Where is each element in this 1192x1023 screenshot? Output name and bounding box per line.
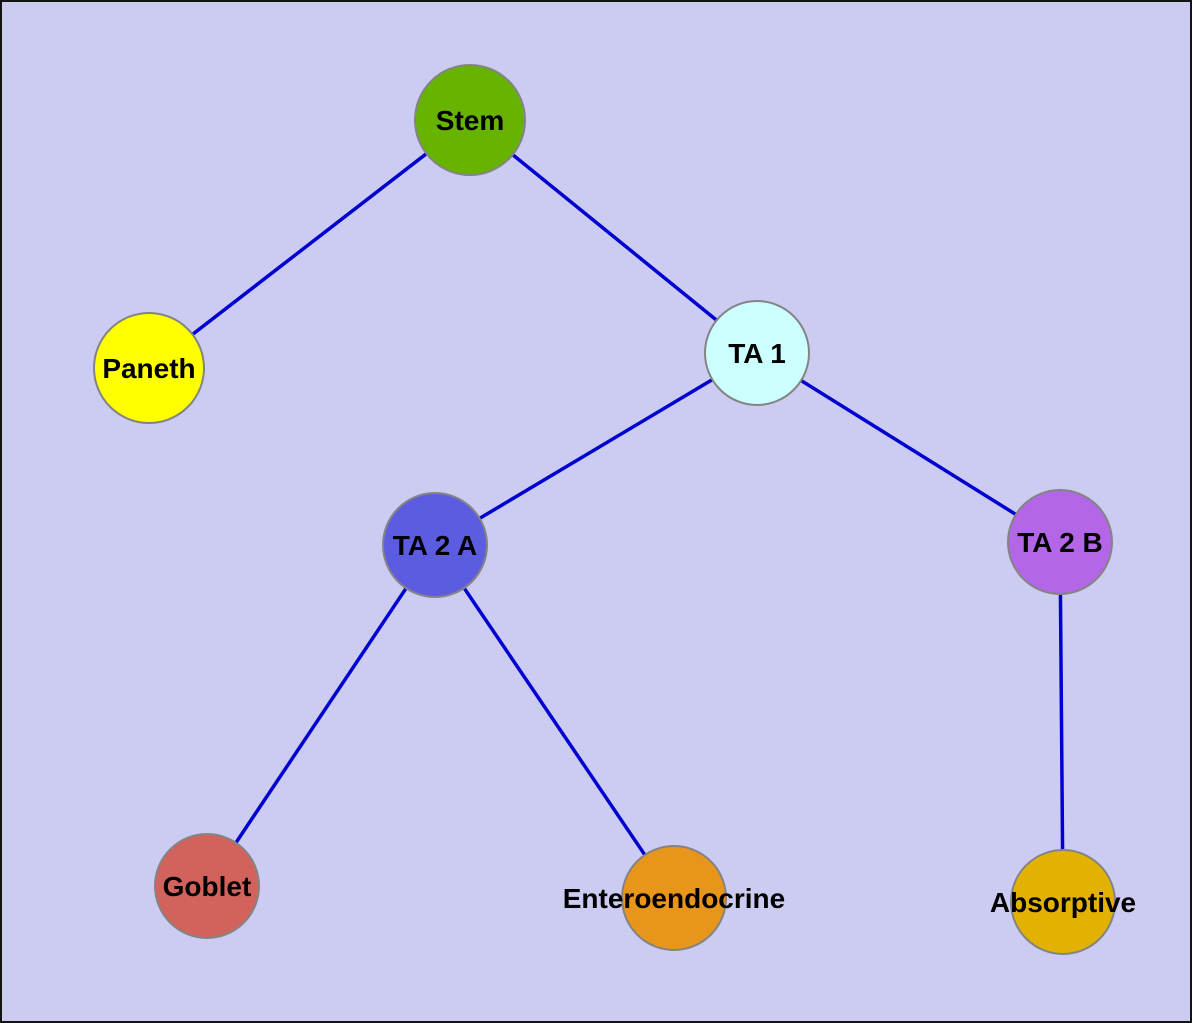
node-absorptive[interactable]: Absorptive [990, 849, 1136, 955]
node-circle-goblet[interactable] [154, 833, 260, 939]
edge-ta2a-enteroendocrine [433, 543, 676, 900]
edge-ta2b-absorptive [1058, 540, 1065, 904]
node-ta1[interactable]: TA 1 [704, 300, 810, 406]
node-circle-stem[interactable] [414, 64, 526, 176]
node-circle-paneth[interactable] [93, 312, 205, 424]
node-circle-ta1[interactable] [704, 300, 810, 406]
node-stem[interactable]: Stem [414, 64, 526, 176]
edge-stem-ta1 [468, 118, 759, 355]
node-paneth[interactable]: Paneth [93, 312, 205, 424]
node-circle-absorptive[interactable] [1010, 849, 1116, 955]
edge-ta1-ta2b [755, 351, 1062, 544]
node-goblet[interactable]: Goblet [154, 833, 260, 939]
node-ta2a[interactable]: TA 2 A [382, 492, 488, 598]
node-ta2b[interactable]: TA 2 B [1007, 489, 1113, 595]
node-circle-ta2b[interactable] [1007, 489, 1113, 595]
edge-stem-paneth [147, 118, 472, 370]
edge-ta1-ta2a [433, 351, 759, 547]
node-circle-ta2a[interactable] [382, 492, 488, 598]
edge-ta2a-goblet [205, 543, 437, 888]
node-circle-enteroendocrine[interactable] [621, 845, 727, 951]
node-enteroendocrine[interactable]: Enteroendocrine [563, 845, 785, 951]
